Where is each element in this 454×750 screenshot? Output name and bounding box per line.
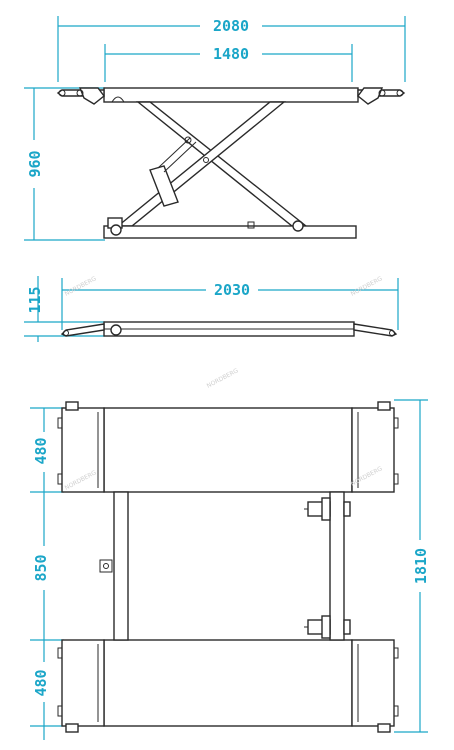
dim-platform-width-top: 480 — [32, 437, 50, 464]
dim-raised-height: 960 — [26, 150, 44, 177]
top-view: 480 850 480 1810 — [30, 399, 430, 740]
side-view-lowered: 115 2030 — [24, 276, 399, 342]
dim-platform-length: 1480 — [213, 45, 249, 63]
dim-lowered-length: 2030 — [214, 281, 250, 299]
dim-overall-length: 2080 — [213, 17, 249, 35]
watermark-text: NORDBERG — [350, 275, 384, 298]
watermark-text: NORDBERG — [206, 367, 240, 390]
dim-inner-gap: 850 — [32, 554, 50, 581]
dim-platform-width-bottom: 480 — [32, 669, 50, 696]
watermark-text: NORDBERG — [64, 275, 98, 298]
dim-overall-width: 1810 — [412, 548, 430, 584]
side-view-raised: 2080 1480 960 — [24, 16, 406, 241]
dim-lowered-height: 115 — [26, 286, 44, 313]
